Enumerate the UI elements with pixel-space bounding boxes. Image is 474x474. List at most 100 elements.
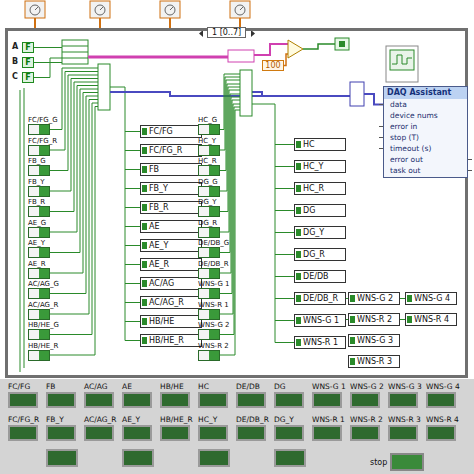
variable-name: HB/HE_R <box>149 336 184 345</box>
led-lamp <box>312 392 342 408</box>
toggle-icon <box>198 227 220 238</box>
control-label: WNS-G 1 <box>198 280 238 288</box>
local-variable-glyph <box>350 316 355 323</box>
led-indicator: AE_Y <box>122 415 160 443</box>
indicator-label: WNS-G 1 <box>312 382 350 392</box>
local-variable: AE <box>140 220 202 233</box>
boolean-wire <box>110 87 140 341</box>
indicator-glyph <box>339 41 345 47</box>
local-variable: WNS-R 1 <box>294 336 346 349</box>
boolean-wire <box>50 68 98 355</box>
led-indicator: AE <box>122 382 160 410</box>
variable-name: DE/DB_R <box>303 294 338 303</box>
local-variable: WNS-R 3 <box>348 355 400 368</box>
control-label: HB/HE_R <box>28 342 68 350</box>
led-indicator: FC/FG <box>8 382 46 410</box>
stop-button: stop <box>370 452 440 472</box>
button-face <box>390 453 424 471</box>
control-label: FC/FG_G <box>28 116 68 124</box>
local-variable: DE/DB <box>294 270 346 283</box>
led-lamp <box>84 392 114 408</box>
led-lamp <box>426 392 456 408</box>
led-indicator: HB/HE <box>160 382 198 410</box>
local-variable-glyph <box>407 316 412 323</box>
led-indicator: WNS-R 1 <box>312 415 350 443</box>
variable-name: FC/FG <box>149 127 173 136</box>
selector-arrow <box>251 30 255 37</box>
indicator-label: HC <box>198 382 236 392</box>
variable-name: AC/AG <box>149 279 174 288</box>
led-lamp <box>198 392 228 408</box>
local-variable-glyph <box>296 317 301 324</box>
local-variable-glyph <box>296 141 301 148</box>
local-variable: WNS-R 2 <box>348 313 400 326</box>
toggle-icon <box>198 165 220 176</box>
local-variable: WNS-G 4 <box>405 292 457 305</box>
local-variable-glyph <box>142 166 147 173</box>
led-indicator: FB_Y <box>46 415 84 443</box>
local-variable-glyph <box>296 163 301 170</box>
control-label: DG_R <box>198 219 238 227</box>
led-indicator: WNS-G 3 <box>388 382 426 410</box>
control-label: DG_G <box>198 178 238 186</box>
local-variable: AE_Y <box>140 239 202 252</box>
led-indicator: DE/DB <box>236 382 274 410</box>
frame-selector: 1 [0..7] <box>207 27 246 38</box>
control-label: DE/DB_R <box>198 260 238 268</box>
led-indicator: HB/HE_R <box>160 415 198 443</box>
boolean-wire <box>252 104 294 343</box>
variable-name: WNS-R 3 <box>357 357 392 366</box>
led-lamp <box>236 425 266 441</box>
variable-name: WNS-R 4 <box>414 315 449 324</box>
terminal-label: stop (T) <box>384 132 467 143</box>
local-variable-glyph <box>142 337 147 344</box>
terminal-name: A <box>12 42 18 51</box>
variable-name: HC_Y <box>303 162 324 171</box>
boolean-control: AC/AG_R <box>28 301 68 321</box>
led-indicator: DE/DB_R <box>236 415 274 443</box>
toggle-icon <box>198 247 220 258</box>
led-indicator: FB <box>46 382 84 410</box>
constant-value: 100 <box>265 61 280 70</box>
toggle-icon <box>198 124 220 135</box>
led-indicator: DG <box>274 382 312 410</box>
variable-name: FB <box>149 165 159 174</box>
boolean-control: FC/FG_R <box>28 137 68 157</box>
led-indicator: HC <box>198 382 236 410</box>
boolean-control: FB_Y <box>28 178 68 198</box>
selector-arrow <box>199 30 203 37</box>
led-indicator: WNS-R 4 <box>426 415 464 443</box>
boolean-control: HC_Y <box>198 137 238 157</box>
local-variable-glyph <box>142 147 147 154</box>
local-variable-glyph <box>350 358 355 365</box>
control-label: DG_Y <box>198 198 238 206</box>
local-variable: AC/AG_R <box>140 296 202 309</box>
toggle-icon <box>198 288 220 299</box>
indicator-label: DG_Y <box>274 415 312 425</box>
variable-name: DG_Y <box>303 228 324 237</box>
boolean-control: HB/HE_G <box>28 321 68 341</box>
variable-name: FB_R <box>149 203 169 212</box>
local-variable: WNS-G 3 <box>348 334 400 347</box>
local-variable: AE_R <box>140 258 202 271</box>
led-lamp <box>274 392 304 408</box>
local-variable: WNS-G 2 <box>348 292 400 305</box>
subvi-icons <box>25 1 250 18</box>
variable-name: WNS-G 4 <box>414 294 450 303</box>
local-variable: AC/AG <box>140 277 202 290</box>
numeric-constant: 100 <box>262 60 284 71</box>
front-panel <box>0 379 474 474</box>
control-label: AC/AG_G <box>28 280 68 288</box>
control-label: FB_R <box>28 198 68 206</box>
control-label: HC_Y <box>198 137 238 145</box>
control-label: AE_Y <box>28 239 68 247</box>
toggle-icon <box>198 329 220 340</box>
local-variable: FC/FG_R <box>140 144 202 157</box>
toggle-icon <box>28 145 50 156</box>
local-variable-glyph <box>407 295 412 302</box>
variable-name: HC_R <box>303 184 324 193</box>
variable-name: DG_R <box>303 250 325 259</box>
boolean-control: AE_R <box>28 260 68 280</box>
indicator-label: DE/DB <box>236 382 274 392</box>
variable-name: WNS-R 1 <box>303 338 338 347</box>
